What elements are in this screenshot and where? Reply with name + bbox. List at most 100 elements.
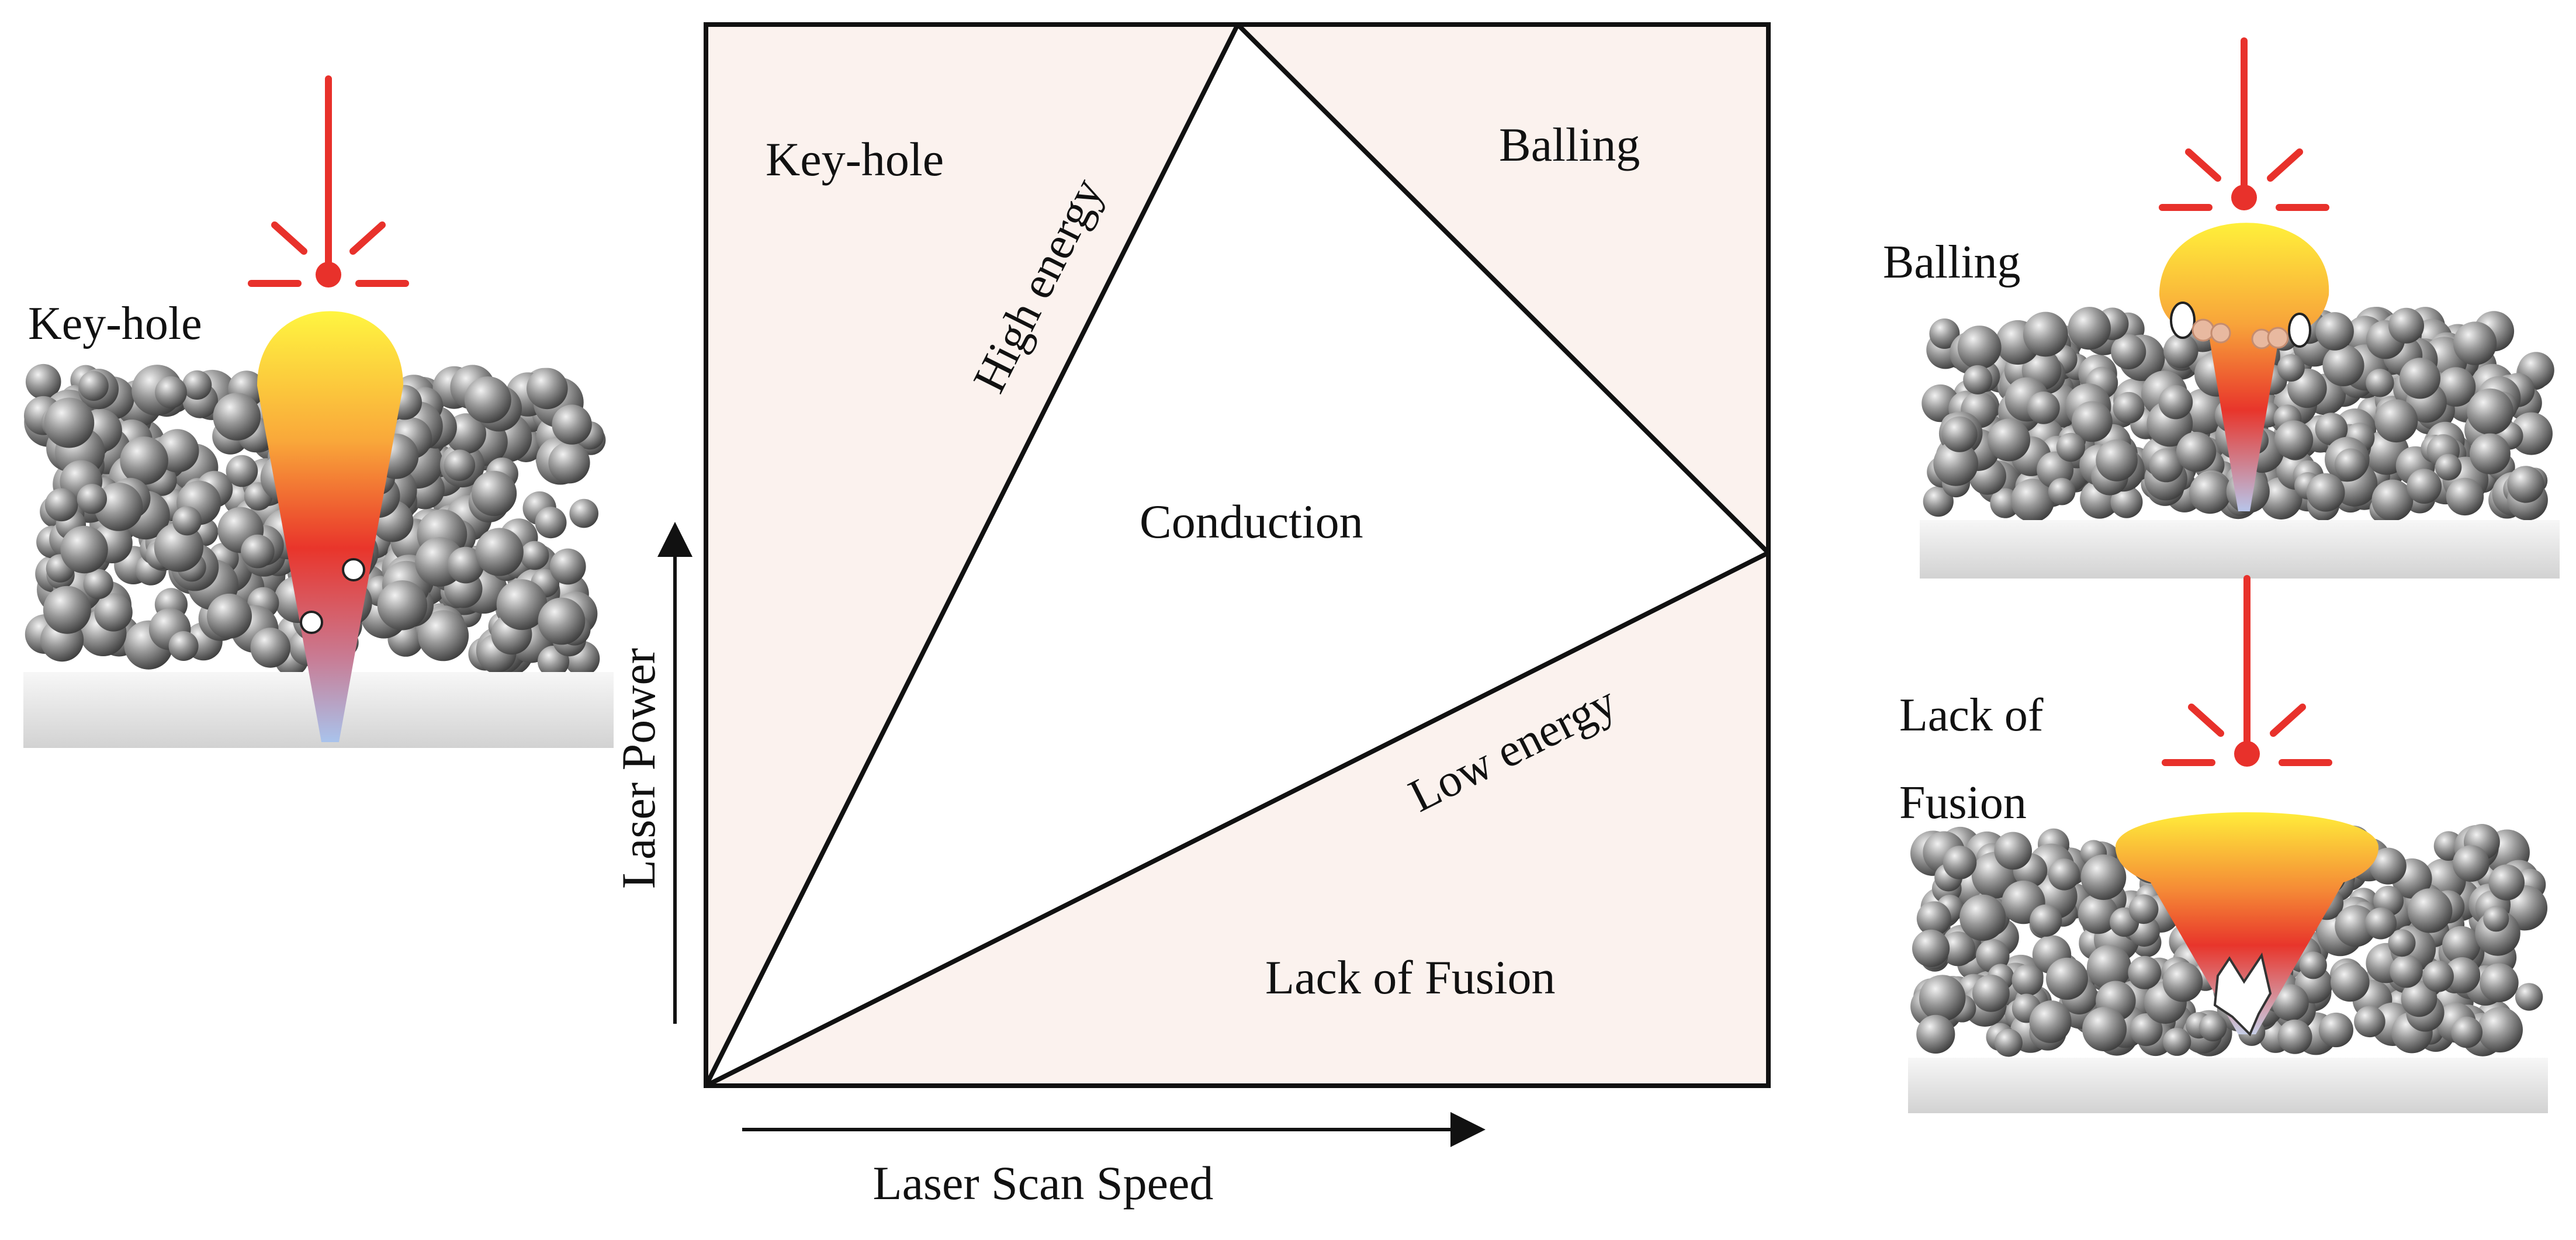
lack-of-fusion-label-line2: Fusion: [1899, 777, 2027, 829]
powder-particle: [2390, 954, 2423, 988]
powder-particle: [213, 393, 261, 441]
powder-particle: [2130, 1013, 2163, 1047]
lack-of-fusion-melt-pool: [2115, 812, 2378, 1034]
pore-icon: [300, 611, 323, 634]
powder-particle: [1988, 418, 2031, 462]
powder-particle: [2488, 864, 2525, 900]
powder-particle: [2072, 401, 2113, 442]
powder-particle: [2469, 433, 2511, 474]
powder-particle: [60, 525, 108, 574]
balling-region-label: Balling: [1499, 118, 1640, 171]
x-axis-label: Laser Scan Speed: [873, 1156, 1214, 1210]
powder-particle: [250, 628, 291, 668]
powder-particle: [1912, 929, 1950, 967]
powder-particle: [2274, 420, 2314, 459]
powder-particle: [120, 437, 168, 485]
powder-particle: [2451, 1016, 2482, 1048]
powder-particle: [2364, 908, 2397, 940]
powder-particle: [2068, 307, 2111, 350]
powder-particle: [2515, 983, 2543, 1011]
powder-particle: [2023, 311, 2068, 357]
powder-particle: [226, 455, 258, 487]
powder-particle: [2335, 905, 2377, 947]
powder-particle: [1963, 365, 1993, 394]
powder-particle: [2078, 893, 2118, 934]
powder-particle: [44, 397, 95, 448]
keyhole-illustration-label: Key-hole: [28, 298, 202, 349]
powder-particle: [2467, 388, 2514, 435]
powder-particle: [2401, 981, 2437, 1017]
powder-particle: [2162, 961, 2203, 1002]
laser-beam-icon: [2162, 575, 2332, 766]
powder-particle: [2082, 1007, 2127, 1052]
balling-illustration: Balling: [1883, 37, 2560, 579]
powder-particle: [1916, 901, 1951, 936]
powder-particle: [2056, 432, 2086, 462]
balling-boundary: [1236, 23, 1770, 555]
powder-particle: [2354, 1006, 2385, 1038]
powder-particle: [2096, 439, 2138, 482]
powder-particle: [2507, 466, 2544, 503]
laser-beam-icon: [248, 75, 409, 287]
powder-particle: [2315, 312, 2354, 351]
powder-particle: [2111, 334, 2146, 370]
powder-particle: [2399, 358, 2440, 399]
powder-particle: [2080, 854, 2127, 900]
powder-particle: [2334, 448, 2367, 481]
powder-particle: [2318, 1012, 2353, 1048]
powder-particle: [77, 484, 107, 514]
powder-particle: [155, 376, 187, 408]
powder-particle: [2480, 963, 2519, 1003]
lack-of-fusion-illustration: Lack of Fusion: [1899, 575, 2548, 1113]
powder-particle: [1933, 441, 1979, 486]
y-axis-label: Laser Power: [612, 648, 665, 889]
powder-particle: [2407, 469, 2442, 504]
spatter-ball-icon: [2170, 302, 2311, 349]
powder-particle: [207, 593, 252, 639]
powder-particle: [548, 442, 590, 484]
lack-of-fusion-label-line1: Lack of: [1899, 690, 2044, 741]
balling-melt-pool: [2159, 223, 2329, 511]
powder-particle: [471, 470, 517, 517]
powder-particle: [1916, 1014, 1955, 1054]
powder-particle: [2272, 984, 2309, 1021]
powder-particle: [475, 528, 524, 576]
powder-particle: [78, 370, 109, 401]
low-energy-boundary: [705, 550, 1770, 1088]
powder-particle: [2322, 344, 2364, 387]
powder-particle: [1941, 416, 1978, 452]
keyhole-region-label: Key-hole: [766, 133, 944, 186]
powder-particle: [2477, 1007, 2523, 1053]
powder-particle: [2452, 845, 2490, 882]
powder-particle: [2198, 1013, 2227, 1041]
laser-spot-icon: [316, 262, 341, 288]
powder-particle: [1943, 846, 1977, 879]
substrate-right-bottom: [1908, 1058, 2548, 1113]
lack-of-fusion-region-label: Lack of Fusion: [1265, 951, 1555, 1004]
balling-illustration-label: Balling: [1883, 237, 2021, 288]
powder-particle: [2446, 477, 2484, 516]
powder-particle: [241, 534, 275, 569]
powder-particle: [1929, 318, 1960, 349]
powder-particle: [527, 368, 568, 410]
keyhole-melt-pool: [257, 311, 403, 742]
powder-particle: [2128, 894, 2159, 924]
powder-particle: [2388, 929, 2416, 957]
powder-particle: [2163, 333, 2198, 369]
powder-particle: [2435, 453, 2462, 481]
powder-particle: [2046, 957, 2088, 1000]
powder-particle: [535, 507, 567, 539]
powder-particle: [377, 580, 428, 631]
powder-particle: [552, 404, 592, 445]
powder-particle: [538, 597, 586, 645]
powder-particle: [2030, 904, 2062, 937]
unmelted-particle-icon: [2213, 952, 2272, 1037]
powder-particle: [2277, 354, 2305, 382]
powder-particle: [172, 506, 202, 536]
powder-particle: [464, 376, 511, 424]
powder-particle: [2087, 945, 2132, 989]
conduction-region-label: Conduction: [1140, 495, 1363, 548]
powder-particle: [2189, 472, 2231, 514]
powder-particle: [2029, 1000, 2072, 1043]
